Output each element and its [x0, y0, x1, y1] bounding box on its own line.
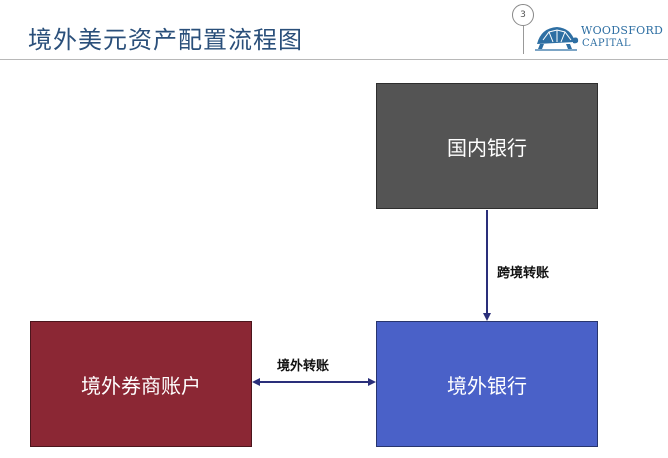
edge-overseas-transfer-label: 境外转账 — [277, 359, 330, 374]
node-overseas-broker-label: 境外券商账户 — [81, 373, 201, 398]
header-divider — [0, 59, 668, 60]
page-title: 境外美元资产配置流程图 — [28, 26, 303, 54]
company-logo: WOODSFORD CAPITAL — [533, 22, 668, 56]
logo-text-secondary: CAPITAL — [582, 38, 632, 49]
logo-divider — [523, 26, 524, 54]
logo-text-primary: WOODSFORD — [581, 24, 664, 37]
page-number: 3 — [512, 4, 534, 26]
node-domestic-bank-label: 国内银行 — [447, 135, 527, 160]
edge-cross-border-label: 跨境转账 — [497, 266, 550, 281]
node-domestic-bank: 国内银行 — [376, 83, 598, 209]
node-overseas-bank-label: 境外银行 — [447, 373, 527, 398]
node-overseas-broker-account: 境外券商账户 — [30, 321, 252, 447]
node-overseas-bank: 境外银行 — [376, 321, 598, 447]
turtle-icon — [535, 27, 579, 51]
